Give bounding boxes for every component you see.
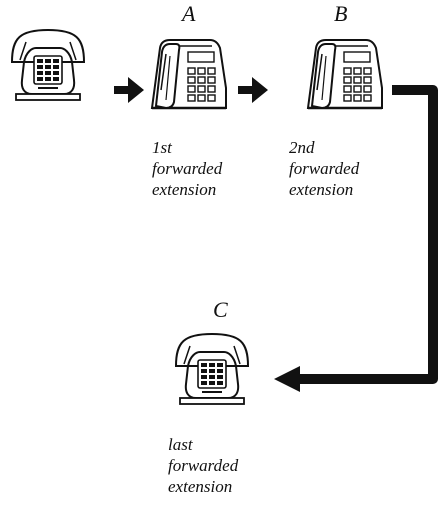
- extension-a-letter: A: [182, 1, 196, 26]
- connector-b-to-c: [293, 85, 438, 384]
- arrowhead-to-c: [274, 366, 300, 392]
- caller-phone-icon: [11, 29, 85, 101]
- extension-c-letter: C: [213, 297, 228, 322]
- extension-b-caption: 2nd forwarded extension: [289, 137, 359, 200]
- caption-line: extension: [289, 180, 354, 199]
- caption-line: 1st: [152, 138, 172, 157]
- caption-line: forwarded: [289, 159, 360, 178]
- extension-a-caption: 1st forwarded extension: [152, 137, 222, 200]
- extension-c-phone-icon: [175, 333, 249, 405]
- caption-line: extension: [152, 180, 217, 199]
- caption-line: forwarded: [152, 159, 223, 178]
- extension-b-phone-icon: [306, 38, 384, 110]
- extension-b-letter: B: [334, 1, 348, 26]
- caption-line: extension: [168, 477, 233, 496]
- caption-line: last: [168, 435, 193, 454]
- extension-c-caption: last forwarded extension: [168, 434, 238, 497]
- caption-line: 2nd: [289, 138, 315, 157]
- arrow-caller-to-a: [114, 77, 144, 103]
- extension-a-phone-icon: [150, 38, 228, 110]
- caption-line: forwarded: [168, 456, 239, 475]
- arrow-a-to-b: [238, 77, 268, 103]
